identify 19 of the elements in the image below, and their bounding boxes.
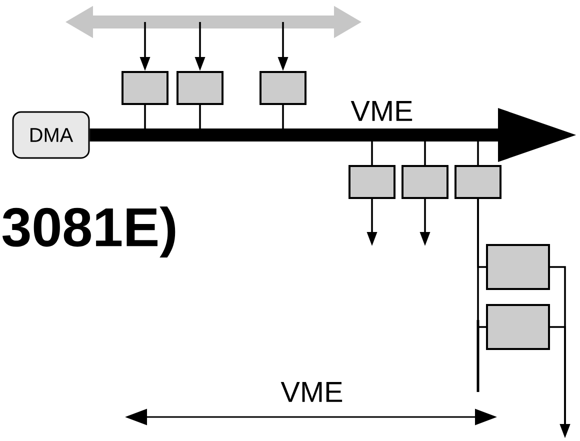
- connector: [282, 105, 284, 130]
- edge-label: VME: [350, 101, 412, 121]
- bus-label: VME: [280, 382, 342, 402]
- module-box: [176, 71, 224, 105]
- module-box: [122, 71, 168, 105]
- connector: [477, 141, 479, 165]
- connector: [144, 105, 146, 130]
- module-box: [402, 165, 448, 199]
- connector: [477, 199, 486, 328]
- connector: [371, 141, 373, 165]
- module-box: [454, 165, 502, 199]
- connector: [424, 141, 426, 165]
- module-box: [486, 244, 550, 290]
- module-box: [348, 165, 396, 199]
- dma-box: DMA: [12, 111, 90, 159]
- connector: [199, 105, 201, 130]
- heading-text: 3081E): [2, 206, 176, 258]
- module-box: [486, 304, 550, 350]
- module-box: [260, 71, 306, 105]
